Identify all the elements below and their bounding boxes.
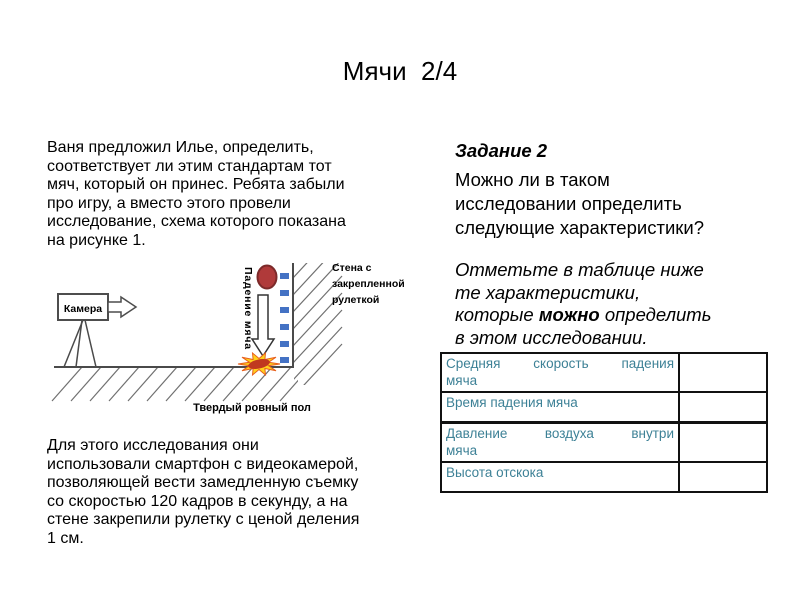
characteristic-cell: Высота отскока bbox=[440, 461, 680, 493]
floor-hatching bbox=[51, 368, 298, 402]
task-instruction: Отметьте в таблице ниже те характеристик… bbox=[455, 259, 711, 349]
experiment-diagram: Камера Падение мяча Стена с закрепленной… bbox=[51, 262, 405, 414]
text-line: позволяющей вести замедленную съемку bbox=[47, 474, 359, 491]
answer-cell bbox=[678, 391, 768, 424]
characteristic-cell: Давление воздуха внутри мяча bbox=[440, 421, 680, 463]
text-line: использовали смартфон с видеокамерой, bbox=[47, 455, 359, 473]
task-question: Можно ли в таком исследовании определить… bbox=[455, 168, 704, 240]
text-line: исследование, схема которого показана bbox=[47, 213, 346, 230]
table-row: Время падения мяча bbox=[440, 391, 768, 424]
text-line: мяч, который он принес. Ребята забыли bbox=[47, 176, 345, 193]
answer-cell bbox=[678, 461, 768, 493]
table-row: Высота отскока bbox=[440, 461, 768, 493]
text-line: на рисунке 1. bbox=[47, 231, 146, 249]
text-line: стене закрепили рулетку с ценой деления bbox=[47, 511, 360, 528]
ruler-marks bbox=[280, 273, 289, 363]
text-line: следующие характеристики? bbox=[455, 217, 704, 238]
characteristic-cell: Время падения мяча bbox=[440, 391, 680, 424]
ruler-mark bbox=[280, 290, 289, 296]
impact-star-center bbox=[248, 359, 270, 369]
intro-paragraph: Ваня предложил Илье, определить, соответ… bbox=[47, 139, 432, 250]
characteristic-cell: Средняя скорость падения мяча bbox=[440, 352, 680, 393]
ruler-mark bbox=[280, 341, 289, 347]
text-line: Ваня предложил Илье, определить, bbox=[47, 139, 314, 156]
camera-arrow-icon bbox=[107, 295, 138, 319]
text-line: которые можно определить bbox=[455, 304, 712, 325]
ruler-mark bbox=[280, 273, 289, 279]
wall-label: Стена с закрепленной рулеткой bbox=[332, 262, 405, 306]
ball-icon bbox=[256, 264, 278, 290]
ruler-mark bbox=[280, 357, 289, 363]
answer-cell bbox=[678, 352, 768, 393]
text-line: те характеристики, bbox=[455, 281, 641, 303]
fall-arrow-icon bbox=[250, 294, 276, 358]
ruler-mark bbox=[280, 307, 289, 313]
text-line: Для этого исследования они bbox=[47, 437, 259, 454]
ruler-mark bbox=[280, 324, 289, 330]
characteristics-table: Средняя скорость падения мяча Время паде… bbox=[440, 352, 768, 493]
table-row: Давление воздуха внутри мяча bbox=[440, 421, 768, 463]
text-line: Можно ли в таком bbox=[455, 169, 610, 190]
method-paragraph: Для этого исследования они использовали … bbox=[47, 437, 432, 548]
table-row: Средняя скорость падения мяча bbox=[440, 352, 768, 393]
floor-label: Твердый ровный пол bbox=[193, 402, 311, 414]
text-line: исследовании определить bbox=[455, 193, 682, 214]
text-line: Отметьте в таблице ниже bbox=[455, 259, 704, 280]
text-line: со скоростью 120 кадров в секунду, а на bbox=[47, 492, 348, 510]
task-heading: Задание 2 bbox=[455, 140, 548, 161]
svg-text:закрепленной: закрепленной bbox=[332, 278, 405, 290]
wall-hatching bbox=[294, 263, 343, 385]
text-line: в этом исследовании. bbox=[455, 326, 648, 348]
svg-text:Стена с: Стена с bbox=[332, 262, 372, 274]
svg-text:рулеткой: рулеткой bbox=[332, 294, 379, 306]
answer-cell bbox=[678, 421, 768, 463]
page-title: Мячи 2/4 bbox=[342, 56, 458, 86]
text-line: 1 см. bbox=[47, 529, 84, 547]
camera-label: Камера bbox=[64, 303, 102, 315]
fall-direction-label: Падение мяча bbox=[242, 267, 254, 350]
text-line: соответствует ли этим стандартам тот bbox=[47, 157, 332, 175]
tripod bbox=[63, 319, 97, 368]
text-line: про игру, а вместо этого провели bbox=[47, 194, 291, 212]
